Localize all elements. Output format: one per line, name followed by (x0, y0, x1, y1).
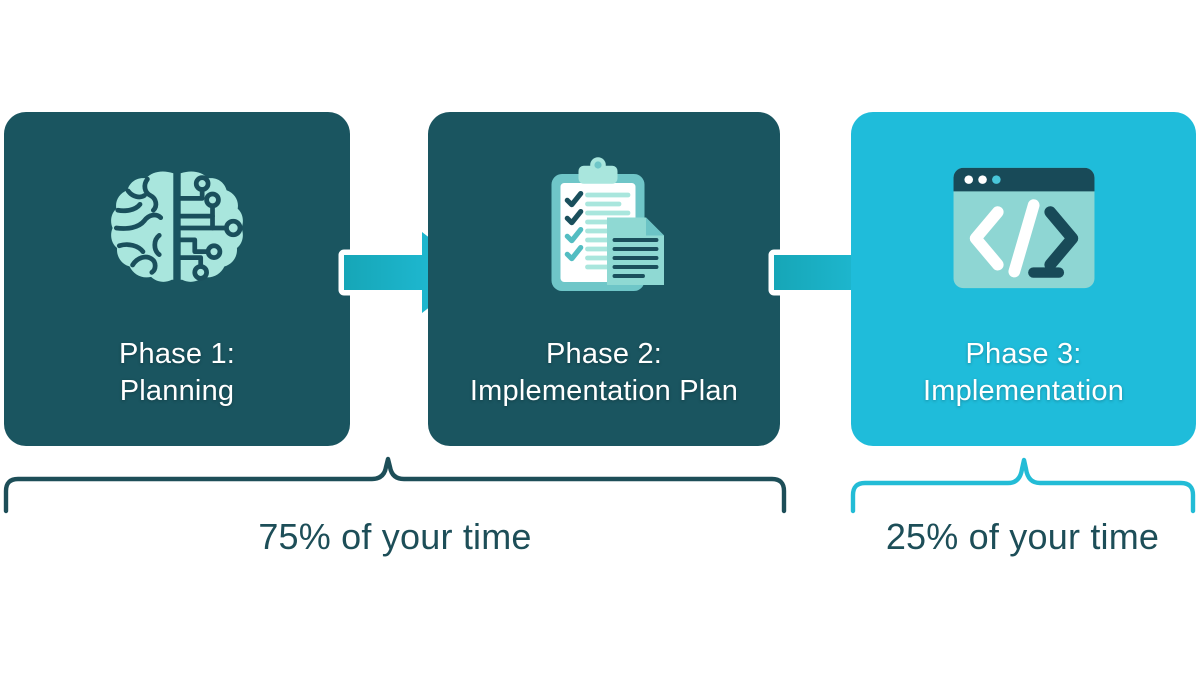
phase-card-1-label: Phase 1: Planning (118, 338, 236, 407)
brace-group-implementation (845, 455, 1200, 515)
brace-group-planning (0, 455, 790, 515)
phase-card-2[interactable]: Phase 2: Implementation Plan (428, 112, 780, 446)
phase-card-3-label: Phase 3: Implementation (922, 338, 1125, 407)
clipboard-checklist-icon (428, 148, 780, 308)
phase-card-1[interactable]: Phase 1: Planning (4, 112, 350, 446)
phase-card-3[interactable]: Phase 3: Implementation (851, 112, 1196, 446)
caption-group-planning: 75% of your time (258, 516, 532, 557)
phase-card-2-label: Phase 2: Implementation Plan (469, 338, 739, 407)
caption-group-implementation: 25% of your time (885, 516, 1160, 557)
brain-circuit-icon (4, 148, 350, 308)
code-window-icon (851, 148, 1196, 308)
